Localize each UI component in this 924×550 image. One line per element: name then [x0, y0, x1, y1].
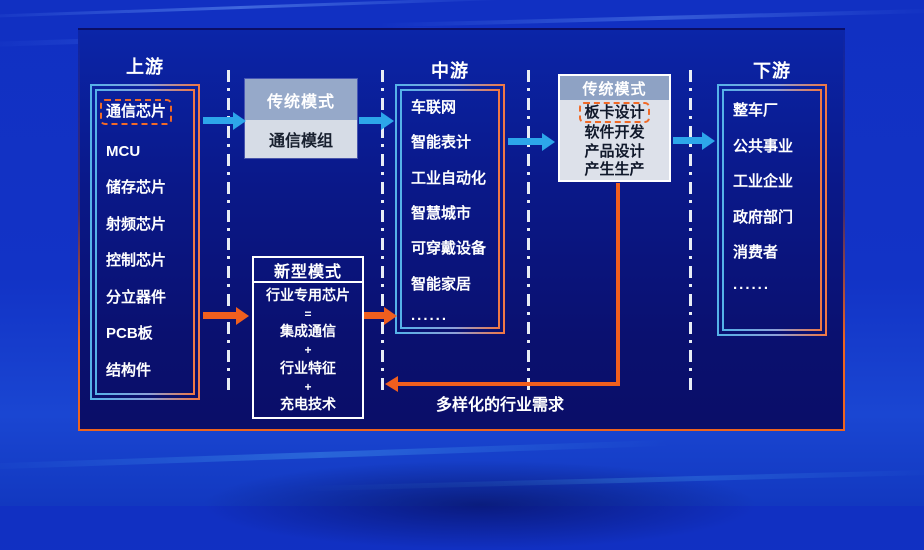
- highlight-dashed-box: 板卡设计: [579, 101, 650, 123]
- traditional-mode-2-item: 软件开发: [584, 124, 645, 142]
- plus-operator: +: [304, 343, 312, 357]
- new-mode-line: 集成通信: [280, 323, 336, 340]
- arrow-traditional2-to-downstream-icon: [673, 137, 702, 144]
- downstream-item-more: ......: [733, 275, 771, 293]
- background-streak: [380, 8, 924, 28]
- background-streak: [0, 439, 670, 471]
- upstream-item: 射频芯片: [106, 215, 167, 233]
- feedback-label: 多样化的行业需求: [435, 397, 564, 414]
- downstream-title: 下游: [753, 61, 791, 81]
- downstream-item: 消费者: [733, 244, 779, 262]
- midstream-list: 车联网 智能表计 工业自动化 智慧城市 可穿戴设备 智能家居 ......: [400, 89, 500, 329]
- upstream-item: PCB板: [106, 325, 153, 343]
- plus-operator: +: [304, 379, 312, 394]
- dashed-separator: [689, 70, 692, 390]
- arrow-midstream-to-traditional2-icon: [508, 138, 542, 145]
- dashed-separator: [381, 70, 384, 390]
- midstream-item: 车联网: [411, 99, 457, 116]
- arrow-upstream-to-newmode-icon: [203, 312, 236, 319]
- downstream-item: 公共事业: [733, 137, 794, 155]
- new-mode-line: 充电技术: [280, 396, 336, 413]
- feedback-arrow-left-icon: [398, 382, 620, 386]
- dashed-separator: [227, 70, 230, 390]
- upstream-title: 上游: [126, 57, 164, 77]
- background-streak: [0, 0, 520, 19]
- upstream-item: 分立器件: [106, 288, 167, 306]
- downstream-item: 整车厂: [733, 102, 779, 119]
- new-mode-line: 行业专用芯片: [266, 286, 350, 303]
- traditional-mode-2-item: 板卡设计: [579, 101, 650, 123]
- new-mode-line: 行业特征: [280, 359, 336, 376]
- background-streak: [300, 469, 924, 492]
- traditional-mode-2-box: 传统模式 板卡设计 软件开发 产品设计 产生生产: [558, 74, 671, 182]
- new-mode-box: 新型模式 行业专用芯片 = 集成通信 + 行业特征 + 充电技术: [252, 256, 364, 419]
- new-mode-header: 新型模式: [254, 258, 362, 283]
- downstream-list: 整车厂 公共事业 工业企业 政府部门 消费者 ......: [722, 89, 822, 331]
- traditional-mode-1-item: 通信模组: [245, 120, 357, 158]
- new-mode-list: 行业专用芯片 = 集成通信 + 行业特征 + 充电技术: [254, 283, 362, 417]
- midstream-panel: 车联网 智能表计 工业自动化 智慧城市 可穿戴设备 智能家居 ......: [395, 84, 505, 334]
- midstream-item: 智能表计: [411, 134, 472, 152]
- industry-chain-diagram: { "diagram": { "upstream": { "title": "上…: [0, 0, 924, 506]
- upstream-item: 储存芯片: [106, 179, 167, 197]
- traditional-mode-2-item: 产品设计: [584, 142, 645, 160]
- traditional-mode-1-header: 传统模式: [245, 79, 357, 120]
- highlight-dashed-box: 通信芯片: [100, 99, 173, 125]
- background-glow: [200, 460, 760, 550]
- traditional-mode-2-header: 传统模式: [560, 76, 669, 100]
- upstream-item: 控制芯片: [106, 252, 167, 270]
- arrow-newmode-to-midstream-icon: [364, 312, 384, 319]
- traditional-mode-2-item: 产生生产: [584, 161, 645, 179]
- upstream-item: 结构件: [106, 361, 152, 379]
- midstream-item: 智能家居: [411, 275, 472, 293]
- upstream-item: MCU: [106, 142, 141, 160]
- feedback-arrow-vertical-line: [616, 183, 620, 384]
- downstream-panel: 整车厂 公共事业 工业企业 政府部门 消费者 ......: [717, 84, 827, 336]
- midstream-item-more: ......: [411, 306, 449, 324]
- dashed-separator: [527, 70, 530, 390]
- downstream-item: 政府部门: [733, 208, 794, 226]
- downstream-item: 工业企业: [733, 173, 794, 191]
- equals-operator: =: [304, 306, 312, 321]
- midstream-title: 中游: [431, 61, 469, 81]
- midstream-item: 可穿戴设备: [411, 240, 487, 258]
- arrow-upstream-to-traditional1-icon: [203, 117, 233, 124]
- upstream-item: 通信芯片: [97, 99, 193, 125]
- midstream-item: 工业自动化: [411, 169, 487, 187]
- arrow-traditional1-to-midstream-icon: [359, 117, 381, 124]
- midstream-item: 智慧城市: [411, 204, 472, 222]
- traditional-mode-2-list: 板卡设计 软件开发 产品设计 产生生产: [560, 100, 669, 180]
- upstream-panel: 通信芯片 MCU 储存芯片 射频芯片 控制芯片 分立器件 PCB板 结构件: [90, 84, 200, 400]
- upstream-list: 通信芯片 MCU 储存芯片 射频芯片 控制芯片 分立器件 PCB板 结构件: [95, 89, 195, 395]
- traditional-mode-1-box: 传统模式 通信模组: [245, 79, 357, 158]
